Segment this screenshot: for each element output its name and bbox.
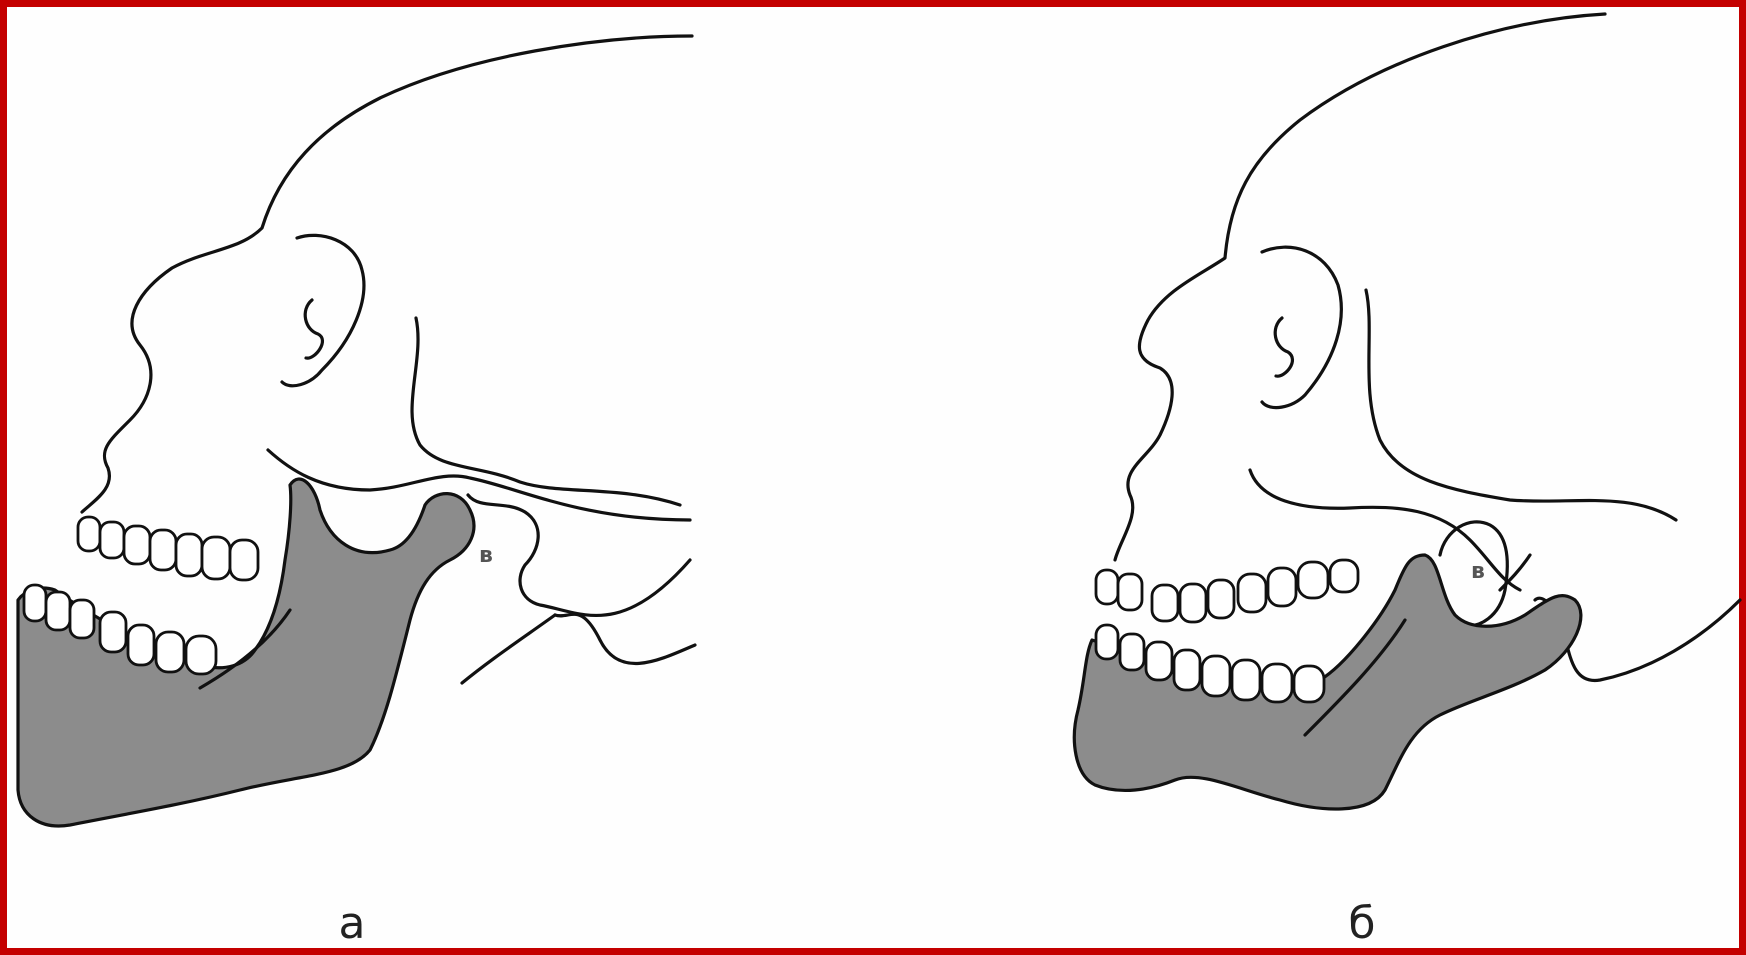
ear-inner-b xyxy=(1275,318,1292,376)
styloid-a xyxy=(462,615,555,683)
zygomatic-line-a xyxy=(268,450,690,520)
skull-outline-a xyxy=(82,36,692,512)
skull-back-b xyxy=(1366,290,1676,520)
upper-teeth-b xyxy=(1096,560,1358,622)
ear-b xyxy=(1262,247,1341,407)
panel-b: в б xyxy=(1074,14,1740,949)
marker-label-a: в xyxy=(479,543,493,568)
articular-eminence-a xyxy=(468,495,690,615)
panel-caption-b: б xyxy=(1348,898,1375,949)
ear-a xyxy=(282,235,364,385)
ear-inner-a xyxy=(305,300,322,358)
mastoid-a xyxy=(555,614,695,663)
panel-a: в a xyxy=(18,36,695,949)
upper-teeth-a xyxy=(78,517,258,580)
skull-outline-b xyxy=(1115,14,1605,560)
panel-caption-a: a xyxy=(339,898,366,949)
marker-label-b: в xyxy=(1471,559,1485,584)
